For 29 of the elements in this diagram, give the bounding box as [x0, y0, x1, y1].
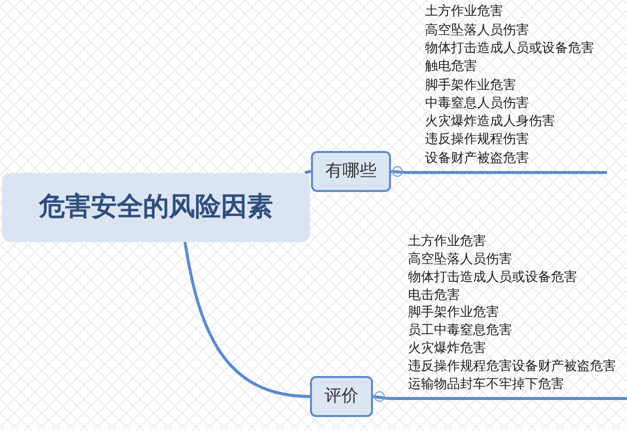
topic-line-text: 高空坠落人员伤害	[425, 22, 529, 40]
topic-line-text: 脚手架作业危害	[425, 76, 516, 95]
central-topic	[2, 173, 310, 242]
connector-line	[304, 170, 312, 174]
topic-line-text: 违反操作规程危害设备财产被盗危害	[408, 358, 616, 376]
topic-line-text: 脚手架作业危害	[408, 304, 499, 322]
topic-line-text: 土方作业危害	[408, 232, 486, 251]
underlined-topic	[406, 3, 607, 174]
topic-line-text: 设备财产被盗危害	[425, 150, 529, 168]
topic-line-text: 运输物品封车不牢掉下危害	[408, 376, 564, 394]
topic-box	[311, 151, 391, 192]
connector-line	[184, 242, 310, 398]
topic-line-text: 火灾爆炸危害	[408, 340, 486, 358]
topic-line-text: 高空坠落人员伤害	[408, 250, 512, 269]
topic-label: 评价	[324, 386, 358, 408]
topic-line-text: 触电危害	[425, 58, 477, 76]
topic-line-text: 电击危害	[408, 286, 460, 304]
topic-line-text: 违反操作规程伤害	[425, 131, 529, 150]
topic-line-text: 土方作业危害	[425, 3, 503, 22]
connector-line	[372, 395, 388, 400]
topic-line-text: 员工中毒窒息危害	[408, 322, 512, 340]
central-topic-title: 危害安全的风险因素	[39, 191, 273, 224]
topic-line-text: 物体打击造成人员或设备危害	[408, 268, 577, 287]
connector-line	[390, 170, 406, 174]
topic-line-text: 中毒窒息人员伤害	[425, 94, 529, 113]
topic-box	[310, 376, 373, 417]
topic-line-text: 物体打击造成人员或设备危害	[425, 40, 594, 58]
topic-line-text: 火灾爆炸造成人身伤害	[425, 113, 555, 132]
topic-label: 有哪些	[326, 160, 376, 182]
